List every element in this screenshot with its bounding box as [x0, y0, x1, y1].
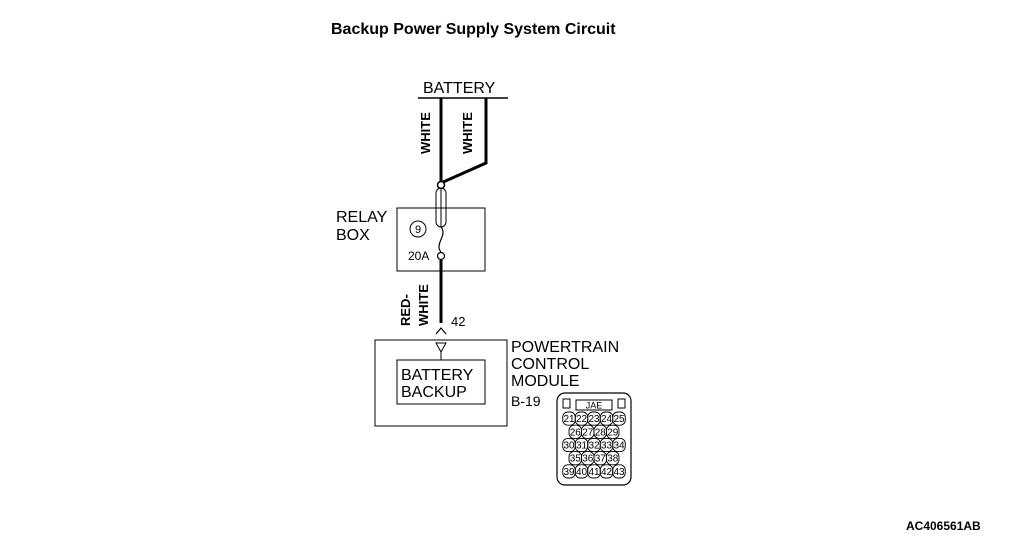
fuse-rating: 20A — [408, 249, 429, 263]
diagram-title: Backup Power Supply System Circuit — [331, 21, 616, 38]
pcm-label-line3: MODULE — [511, 373, 579, 390]
connector-pin-label: 37 — [595, 454, 607, 465]
connector-pin-cell — [612, 411, 626, 426]
fuse-number-circle — [409, 220, 427, 238]
connector-pin-label: 34 — [613, 441, 625, 452]
fuse-terminal — [436, 251, 446, 261]
connector-pin-label: 27 — [582, 427, 594, 438]
pcm-label-line2: CONTROL — [511, 356, 589, 373]
connector-maker-box — [575, 399, 613, 411]
connector-latch-right — [617, 398, 626, 409]
connector-pin-label: 32 — [588, 441, 600, 452]
connector-pin-label: 36 — [582, 454, 594, 465]
battery-backup-line1: BATTERY — [401, 367, 474, 384]
connector-pin-cell — [606, 451, 620, 466]
connector-pin-label: 30 — [563, 441, 575, 452]
connector-latch-left — [562, 398, 571, 409]
connector-pin-label: 31 — [576, 441, 588, 452]
connector-pin-label: 41 — [588, 467, 600, 478]
connector-pin-cell — [606, 424, 620, 439]
battery-backup-box — [396, 359, 486, 405]
wire-color-right: WHITE — [460, 112, 475, 154]
fuse-number: 9 — [415, 224, 421, 236]
connector-pin-label: 22 — [576, 414, 588, 425]
figure-id: AC406561AB — [906, 519, 981, 533]
connector-pin-label: 39 — [563, 467, 575, 478]
connector-pin-symbol — [435, 327, 447, 335]
connector-pin-label: 42 — [601, 467, 613, 478]
pcm-input-arrow — [435, 342, 447, 354]
wire-color-lower-line1: RED- — [398, 294, 413, 326]
fuse-element — [438, 226, 444, 253]
relay-box-label-line1: RELAY — [336, 209, 388, 226]
wire-right — [440, 98, 488, 185]
connector-id: B-19 — [511, 393, 541, 409]
connector-pin-label: 24 — [601, 414, 613, 425]
connector-pin-label: 28 — [595, 427, 607, 438]
connector-pin-label: 35 — [570, 454, 582, 465]
connector-pin-label: 40 — [576, 467, 588, 478]
pin-number: 42 — [451, 314, 465, 329]
connector-outline — [556, 392, 632, 486]
battery-backup-line2: BACKUP — [401, 384, 467, 401]
connector-maker: JAE — [586, 401, 603, 411]
connector-pin-label: 33 — [601, 441, 613, 452]
connector-pin-label: 43 — [613, 467, 625, 478]
connector-pin-label: 26 — [570, 427, 582, 438]
connector-pin-label: 29 — [607, 427, 619, 438]
pcm-box — [374, 339, 508, 427]
connector-pin-label: 38 — [607, 454, 619, 465]
pcm-label-line1: POWERTRAIN — [511, 339, 619, 356]
relay-box-label-line2: BOX — [336, 227, 370, 244]
connector-pin-cell — [612, 464, 626, 479]
connector-pin-label: 25 — [613, 414, 625, 425]
wire-color-lower-line2: WHITE — [416, 284, 431, 326]
connector-pin-cell — [612, 437, 626, 453]
battery-label: BATTERY — [423, 80, 496, 97]
wire-color-left: WHITE — [418, 112, 433, 154]
connector-pin-label: 23 — [588, 414, 600, 425]
connector-pin-label: 21 — [563, 414, 575, 425]
splice-point — [436, 180, 446, 190]
